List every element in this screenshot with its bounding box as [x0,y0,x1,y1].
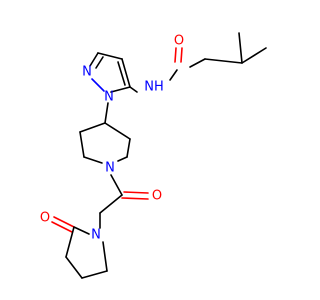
piperidine-ring-bonds [79,102,131,164]
amide-chain-bonds [129,32,267,93]
bond-ch-ch3-a [241,47,267,64]
bond-lactam-co-1 [53,216,75,228]
atom-acyl-oxygen: O [152,189,162,204]
bond-lactam-c4-c5 [81,270,108,279]
bond-pip-c5-c6 [79,131,85,158]
bond-n2-n1 [91,78,105,92]
atom-amide-oxygen: O [174,34,184,49]
bond-c3-n2-inner [95,56,104,69]
bond-n1-c4pip [104,102,109,124]
atom-lactam-oxygen: O [40,211,50,226]
atom-piperidine-n: N [105,161,115,176]
pyrrolidinone-ring-bonds [51,216,108,279]
bond-lactam-c3-c4 [65,256,83,279]
atom-lactam-n: N [91,228,101,243]
bond-ch-ch2 [204,58,243,64]
bond-carbonyl-nh [169,69,178,81]
bond-acyl-co-1 [121,197,149,200]
bond-nh-c5 [129,86,138,93]
bond-c5-c4 [121,58,131,88]
bond-amide-co-2 [180,47,183,63]
atom-pyrazole-n1: N [104,90,114,105]
bond-pip-c4-c5 [79,122,106,133]
bond-c3-n2 [89,52,99,67]
bond-carbonyl-ch2 [99,194,123,214]
bond-n1-c5 [110,86,131,93]
bond-pip-c6-n [83,156,103,164]
atom-labels: O NH N N N O N O [40,34,184,243]
bond-lactam-n-c2 [73,226,90,235]
atom-pyrazole-n2: N [82,65,92,80]
bond-acyl-co-2 [123,191,149,194]
bond-lactam-co-2 [51,221,73,233]
bond-pip-c4-c3 [104,122,131,140]
bond-lactam-c5-n [102,241,108,272]
bond-pip-c3-c2 [126,138,131,158]
bond-lactam-c2-c3 [65,226,75,258]
molecule-structure: O NH N N N O N O [40,32,267,279]
bond-c5-c4-inner [117,61,126,86]
bond-c4-c3 [97,52,123,60]
bond-pipn-carbonyl [110,174,123,196]
pyrazole-ring-bonds [89,52,131,93]
bond-ch2-carbonyl [189,58,206,68]
acyl-linker-bonds [99,174,149,229]
atom-amide-nh: NH [144,80,164,95]
bond-pip-c2-n [117,156,128,162]
bond-amide-co-1 [174,47,177,63]
bond-ch-ch3-b [238,32,243,64]
